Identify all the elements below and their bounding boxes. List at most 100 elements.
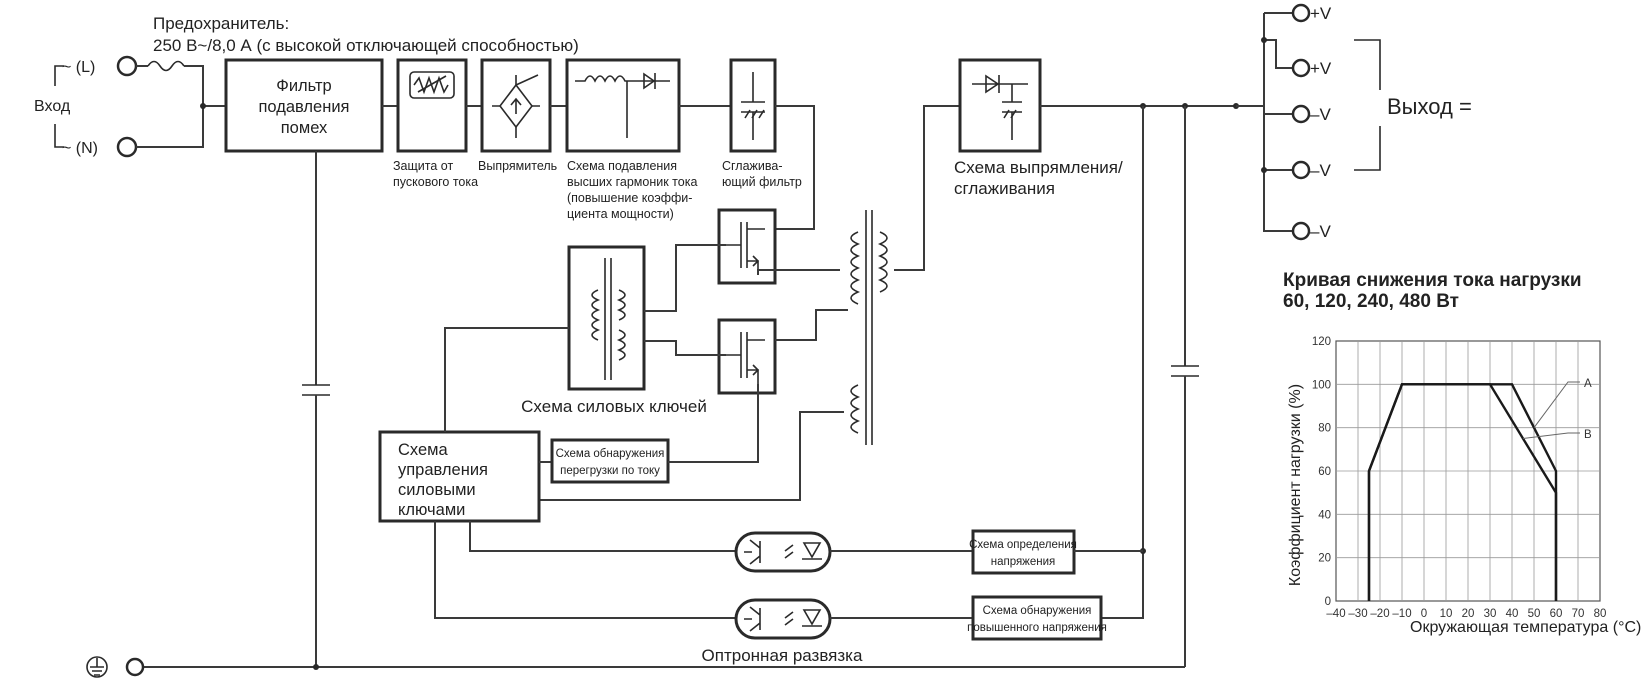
pfc-text2: высших гармоник тока: [567, 175, 697, 189]
overcurrent-block: [550, 438, 670, 484]
chart-legend: AB: [1522, 378, 1592, 441]
y-capacitor-input: [302, 384, 330, 396]
chart-x-tick: –40: [1326, 608, 1345, 620]
chart-y-tick: 40: [1318, 509, 1331, 521]
chart-x-tick: 80: [1594, 608, 1607, 620]
chart-series: [1367, 383, 1558, 601]
control-text3: силовыми: [398, 481, 476, 499]
chart-x-tick: 50: [1528, 608, 1541, 620]
chart-series-B: [1367, 383, 1558, 601]
chart-title: Кривая снижения тока нагрузки: [1283, 270, 1582, 291]
chart-x-tick: 20: [1462, 608, 1475, 620]
pfc-block: [565, 58, 681, 153]
output-label-1: +V: [1310, 4, 1332, 23]
output-diode-icon: [972, 74, 1028, 94]
output-label-4: –V: [1310, 161, 1331, 180]
pfc-diode-icon: [643, 72, 656, 90]
led-1-icon: [802, 542, 822, 560]
phototransistor-1-icon: [744, 539, 761, 565]
chart-y-tick: 120: [1312, 336, 1331, 348]
control-text1: Схема: [398, 441, 449, 459]
voltage-detect-block: [971, 529, 1076, 575]
main-transformer-core: [865, 210, 873, 445]
output-bracket: [1354, 39, 1381, 171]
main-transformer-secondary: [877, 231, 888, 293]
chart-subtitle: 60, 120, 240, 480 Вт: [1283, 291, 1459, 312]
pfc-text1: Схема подавления: [567, 159, 677, 173]
chart-x-tick: 0: [1421, 608, 1427, 620]
chart-series-A: [1367, 383, 1558, 601]
overvoltage-text2: повышенного напряжения: [967, 622, 1107, 634]
chart-y-tick: 60: [1318, 466, 1331, 478]
chart-x-tick: –20: [1370, 608, 1389, 620]
chart-x-tick: 40: [1506, 608, 1519, 620]
power-switches-block: [567, 245, 646, 391]
input-label: Вход: [34, 98, 71, 115]
output-terminal-4: [1291, 160, 1311, 180]
output-label: Выход =: [1387, 94, 1472, 119]
pfc-text3: (повышение коэффи-: [567, 191, 692, 205]
output-terminal-5: [1291, 221, 1311, 241]
input-N-label: ~ (N): [62, 140, 98, 157]
mosfet-2-icon: [726, 332, 765, 384]
chart-x-tick: –30: [1348, 608, 1367, 620]
overcurrent-text1: Схема обнаружения: [556, 448, 665, 460]
emi-filter-text2: подавления: [258, 98, 349, 116]
output-capacitor-icon: [1002, 84, 1022, 140]
output-terminal-3: [1291, 104, 1311, 124]
fuse-label-line2: 250 В~/8,0 А (с высокой отключающей спос…: [153, 36, 579, 55]
chart-x-tick: 10: [1440, 608, 1453, 620]
light-arrows-2: [784, 611, 794, 626]
main-transformer-primary: [850, 231, 861, 305]
chart-y-tick: 0: [1325, 596, 1331, 608]
driver-transformer-secondary: [616, 289, 626, 361]
smoothing-text2: ющий фильтр: [722, 175, 802, 189]
emi-filter-text1: Фильтр: [276, 77, 331, 95]
voltage-detect-text1: Схема определения: [969, 539, 1077, 551]
y-capacitor-output: [1171, 365, 1199, 377]
thermistor-icon: [409, 71, 455, 99]
mosfet-1-icon: [726, 222, 765, 275]
output-label-3: –V: [1310, 105, 1331, 124]
chart-y-tick: 100: [1312, 379, 1331, 391]
power-switches-label: Схема силовых ключей: [521, 397, 707, 416]
output-rectifier-text2: сглаживания: [954, 179, 1055, 198]
voltage-detect-text2: напряжения: [991, 556, 1056, 568]
rectifier-text: Выпрямитель: [478, 159, 557, 173]
output-label-5: –V: [1310, 222, 1331, 241]
chart-x-tick: 30: [1484, 608, 1497, 620]
pfc-inductor-icon: [575, 75, 670, 83]
pfc-text4: циента мощности): [567, 207, 674, 221]
chart-y-tick: 80: [1318, 423, 1331, 435]
overvoltage-text1: Схема обнаружения: [983, 605, 1092, 617]
inrush-text2: пускового тока: [393, 175, 478, 189]
input-bracket: [54, 65, 64, 148]
chart-grid: [1335, 340, 1601, 602]
output-terminal-2: [1291, 58, 1311, 78]
chart-x-tick: 60: [1550, 608, 1563, 620]
chart-x-tick: –10: [1392, 608, 1411, 620]
inrush-block: [396, 58, 468, 153]
chart-legend-B: B: [1584, 429, 1592, 441]
input-L-label: ~ (L): [62, 59, 95, 76]
led-2-icon: [802, 609, 822, 627]
fuse-label-line1: Предохранитель:: [153, 14, 289, 33]
output-label-2: +V: [1310, 59, 1332, 78]
driver-transformer-core: [604, 258, 612, 380]
smoothing-text1: Сглажива-: [722, 159, 783, 173]
ground-icon: [86, 656, 108, 678]
output-terminal-1: [1291, 3, 1311, 23]
control-text2: управления: [398, 461, 488, 479]
light-arrows-1: [784, 544, 794, 559]
chart-legend-leader: [1522, 432, 1580, 439]
chart-ylabel: Коэффициент нагрузки (%): [1287, 384, 1304, 586]
optocoupler-label: Оптронная развязка: [702, 646, 863, 665]
overvoltage-block: [971, 595, 1103, 641]
ground-terminal: [125, 657, 145, 677]
output-rectifier-text1: Схема выпрямления/: [954, 158, 1123, 177]
driver-transformer-primary: [591, 289, 601, 341]
input-N-terminal: [116, 136, 138, 158]
